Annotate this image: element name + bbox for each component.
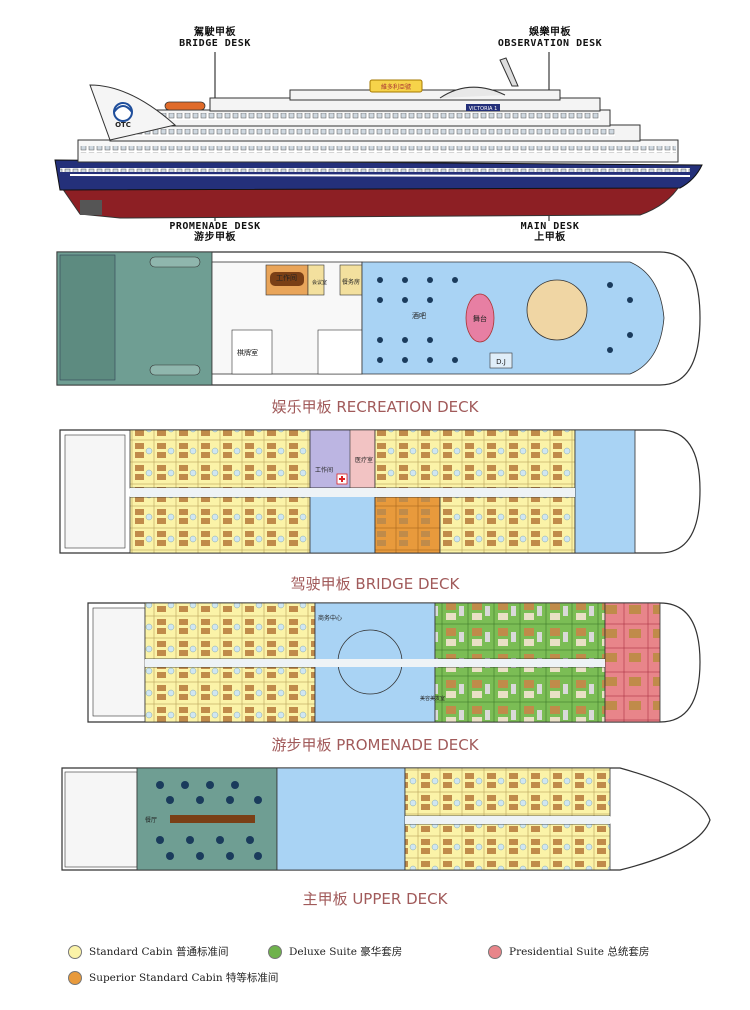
legend-superior-standard-cabin: Superior Standard Cabin 特等标准间 (68, 970, 278, 985)
beauty-salon-label: 美容美发室 (420, 695, 445, 702)
deluxe-suite-swatch (268, 944, 282, 959)
chess-room-label: 棋牌室 (237, 348, 258, 357)
promenade-deck-title: 游步甲板 PROMENADE DECK (271, 736, 479, 754)
dj-label: D.J (496, 358, 506, 366)
ship-logo: OTC (115, 121, 131, 129)
funnel-sign: 維多利亞號 (381, 83, 411, 91)
observation-desk-cn: 娛樂甲板 (529, 27, 571, 38)
main-desk-en: MAIN DESK (520, 221, 580, 232)
standard-cabin-swatch (68, 944, 82, 959)
stage-label: 舞台 (473, 314, 487, 323)
legend-presidential-suite: Presidential Suite 总统套房 (488, 944, 649, 959)
promenade-desk-cn: 游步甲板 (194, 232, 236, 243)
snack-room-label: 餐务房 (342, 278, 360, 286)
bridge-deck-plan (59, 429, 701, 554)
work-room-label: 工作间 (276, 273, 297, 282)
superior-standard-cabin-swatch (68, 970, 82, 985)
restaurant-tables (156, 781, 262, 860)
clinic-label: 医疗室 (355, 456, 373, 464)
presidential-suite-label: Presidential Suite 总统套房 (509, 946, 650, 958)
bar-label: 酒吧 (412, 312, 426, 320)
business-center-label: 商务中心 (318, 614, 342, 622)
legend-deluxe-suite: Deluxe Suite 豪华套房 (268, 944, 402, 959)
promenade-desk-en: PROMENADE DESK (169, 221, 261, 232)
promenade-deck-plan (87, 602, 701, 723)
ship-profile (54, 57, 703, 219)
deluxe-suite-label: Deluxe Suite 豪华套房 (289, 946, 403, 958)
bridge-work-room-label: 工作间 (315, 466, 333, 474)
bar-tables (377, 277, 633, 363)
observation-desk-en: OBSERVATION DESK (497, 38, 603, 49)
recreation-deck-plan (56, 251, 701, 386)
nameplate: VICTORIA 1 (469, 106, 498, 112)
upper-deck-title: 主甲板 UPPER DECK (302, 890, 448, 908)
restaurant-label: 餐厅 (145, 816, 157, 824)
legend-standard-cabin: Standard Cabin 普通标准间 (68, 944, 228, 959)
promenade-desk-callout: PROMENADE DESK 游步甲板 (165, 221, 265, 243)
upper-deck-plan (61, 767, 711, 871)
bridge-desk-cn: 駕駛甲板 (194, 27, 236, 38)
observation-desk-callout: 娛樂甲板 OBSERVATION DESK (495, 27, 605, 49)
main-desk-callout: MAIN DESK 上甲板 (515, 221, 585, 243)
recreation-deck-title: 娱乐甲板 RECREATION DECK (271, 398, 479, 416)
standard-cabin-label: Standard Cabin 普通标准间 (89, 946, 229, 958)
presidential-suite-swatch (488, 944, 502, 959)
meeting-room-label: 会议室 (312, 279, 327, 286)
superior-standard-cabin-label: Superior Standard Cabin 特等标准间 (89, 972, 279, 984)
bridge-desk-callout: 駕駛甲板 BRIDGE DESK (170, 27, 260, 49)
bridge-deck-title: 驾驶甲板 BRIDGE DECK (290, 575, 460, 593)
bridge-desk-en: BRIDGE DESK (179, 38, 251, 49)
main-desk-cn: 上甲板 (534, 232, 566, 243)
